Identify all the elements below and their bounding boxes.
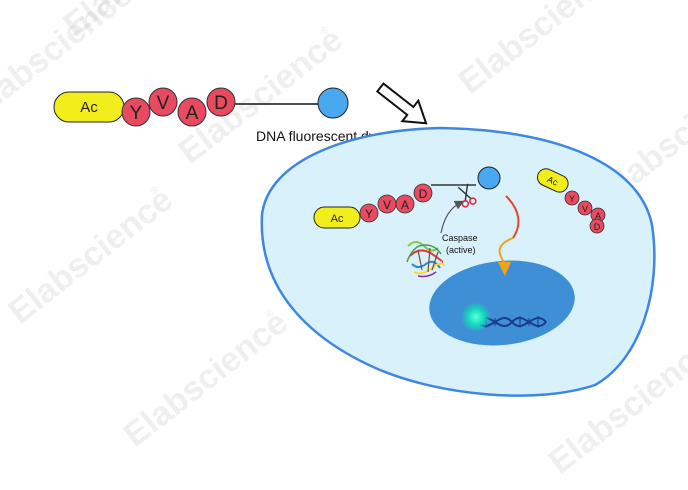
- fluorescent-dye-glow: [461, 302, 491, 332]
- free-probe: Ac Y V A D: [53, 87, 349, 127]
- cleaved-fragment: Ac Y V A D: [536, 168, 606, 234]
- cell-residue-a: [395, 194, 415, 214]
- caspase-active-label: (active): [446, 245, 476, 255]
- cell-residue-v-label: V: [383, 198, 391, 212]
- cell-residue-y-label: Y: [365, 207, 373, 221]
- cell-membrane: [260, 126, 656, 397]
- dye-release-arrowhead: [498, 262, 511, 276]
- svg-text:Elabscience: Elabscience: [2, 180, 180, 331]
- residue-v-label: V: [157, 93, 170, 114]
- fragment-residue-a-label: A: [595, 211, 601, 221]
- cell-residue-d: [413, 183, 433, 203]
- residue-y: [121, 97, 151, 127]
- cell-substrate: Ac Y V A D: [313, 166, 501, 229]
- cell-dye-bead: [477, 166, 501, 190]
- residue-a: [177, 97, 207, 127]
- cell: Ac Y V A D Ac Y V: [260, 126, 656, 397]
- dna-dye-bead: [317, 87, 349, 119]
- fragment-residue-v: [577, 200, 593, 216]
- cell-residue-d-label: D: [419, 187, 428, 201]
- fragment-residue-v-label: V: [582, 204, 588, 214]
- cell-acetyl-label: Ac: [331, 213, 344, 225]
- svg-text:Elabscience: Elabscience: [117, 303, 295, 454]
- caspase-label: Caspase: [442, 233, 478, 243]
- residue-a-label: A: [186, 103, 199, 124]
- watermark: Elabscience ®: [452, 0, 630, 101]
- fragment-residue-d-label: D: [594, 222, 601, 232]
- residue-y-label: Y: [130, 103, 143, 124]
- fragment-acetyl-cap: [536, 168, 569, 193]
- cell-residue-y: [359, 203, 379, 223]
- cleavage-arrow: [440, 200, 465, 234]
- residue-v: [148, 87, 178, 117]
- svg-text:Elabscience: Elabscience: [452, 0, 630, 101]
- watermark: Elabscience ®: [2, 180, 180, 331]
- residue-d: [206, 87, 236, 117]
- acetyl-cap-label: Ac: [80, 99, 98, 116]
- dye-release-arrow-red: [505, 195, 520, 239]
- fragment-acetyl-label: Ac: [546, 174, 560, 188]
- fragment-residue-d: [589, 218, 605, 234]
- fragment-residue-y-label: Y: [569, 194, 575, 204]
- hollow-arrow-icon: [375, 82, 428, 125]
- fragment-residue-y: [564, 190, 580, 206]
- cell-residue-a-label: A: [401, 198, 409, 212]
- residue-d-label: D: [214, 93, 228, 114]
- watermark: Elabscience ®: [117, 303, 295, 454]
- cell-acetyl-cap: [313, 206, 361, 229]
